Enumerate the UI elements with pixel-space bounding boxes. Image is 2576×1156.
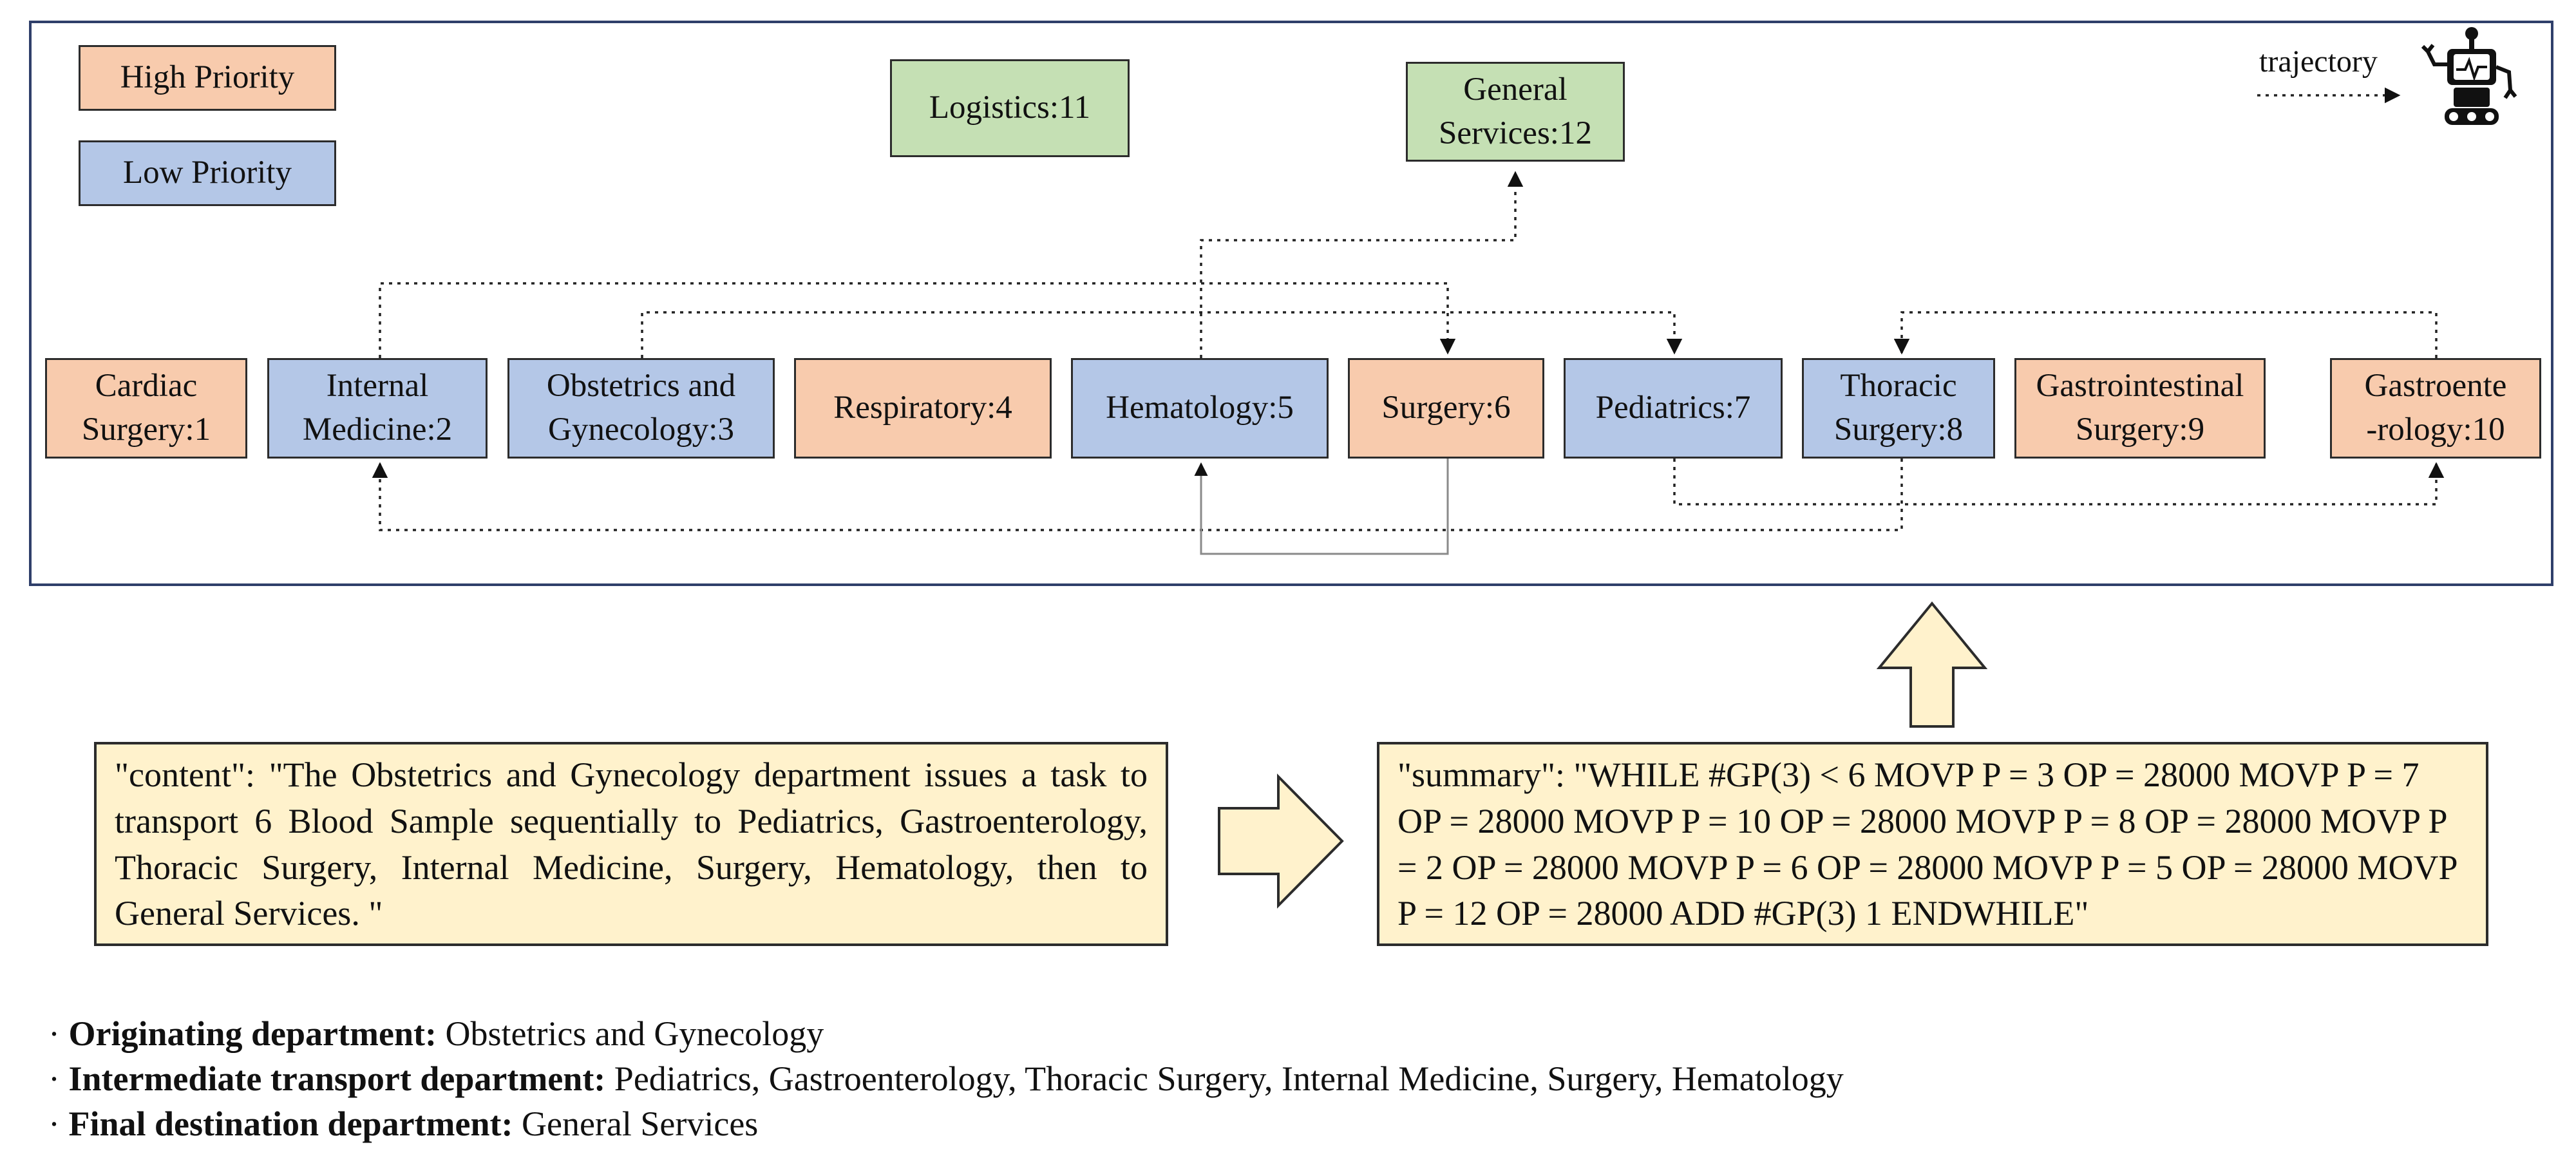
right-arrow-shape (1218, 773, 1344, 909)
dept-respiratory: Respiratory:4 (794, 358, 1052, 459)
up-arrow-icon (1876, 601, 1988, 728)
summary-note: "summary": "WHILE #GP(3) < 6 MOVP P = 3 … (1377, 742, 2488, 946)
legend-high-priority: High Priority (79, 45, 336, 111)
path-2-to-6 (379, 282, 1456, 358)
path-3-to-7 (641, 311, 1683, 358)
path-6-to-5 (1194, 459, 1449, 555)
dept-pediatrics: Pediatrics:7 (1564, 358, 1783, 459)
bullet-intermediate: · Intermediate transport department: Ped… (48, 1059, 1844, 1098)
path-10-to-8 (1893, 311, 2438, 358)
path-5-to-12 (1200, 171, 1524, 358)
dept-internal-medicine: Internal Medicine:2 (267, 358, 488, 459)
general-services-box: General Services:12 (1406, 62, 1625, 162)
content-note: "content": "The Obstetrics and Gynecolog… (94, 742, 1168, 946)
dept-thoracic-surgery: Thoracic Surgery:8 (1802, 358, 1995, 459)
dept-cardiac-surgery: Cardiac Surgery:1 (45, 358, 247, 459)
dept-obstetrics-gynecology: Obstetrics and Gynecology:3 (507, 358, 775, 459)
bullet-final: · Final destination department: General … (48, 1104, 759, 1143)
path-7-to-10 (1673, 459, 2445, 506)
logistics-box: Logistics:11 (890, 59, 1130, 157)
dept-gastrointestinal-surgery: Gastrointestinal Surgery:9 (2014, 358, 2266, 459)
department-map-frame (29, 21, 2553, 586)
dept-surgery: Surgery:6 (1348, 358, 1544, 459)
robot-icon (2421, 27, 2517, 125)
dept-gastroenterology: Gastroente -rology:10 (2330, 358, 2541, 459)
legend-low-priority: Low Priority (79, 140, 336, 206)
task-bullets: · Originating department: Obstetrics and… (48, 1011, 1844, 1146)
bullet-originating: · Originating department: Obstetrics and… (48, 1014, 824, 1053)
path-8-to-2 (372, 459, 1903, 531)
dept-hematology: Hematology:5 (1071, 358, 1329, 459)
legend-trajectory-label: trajectory (2259, 44, 2378, 79)
